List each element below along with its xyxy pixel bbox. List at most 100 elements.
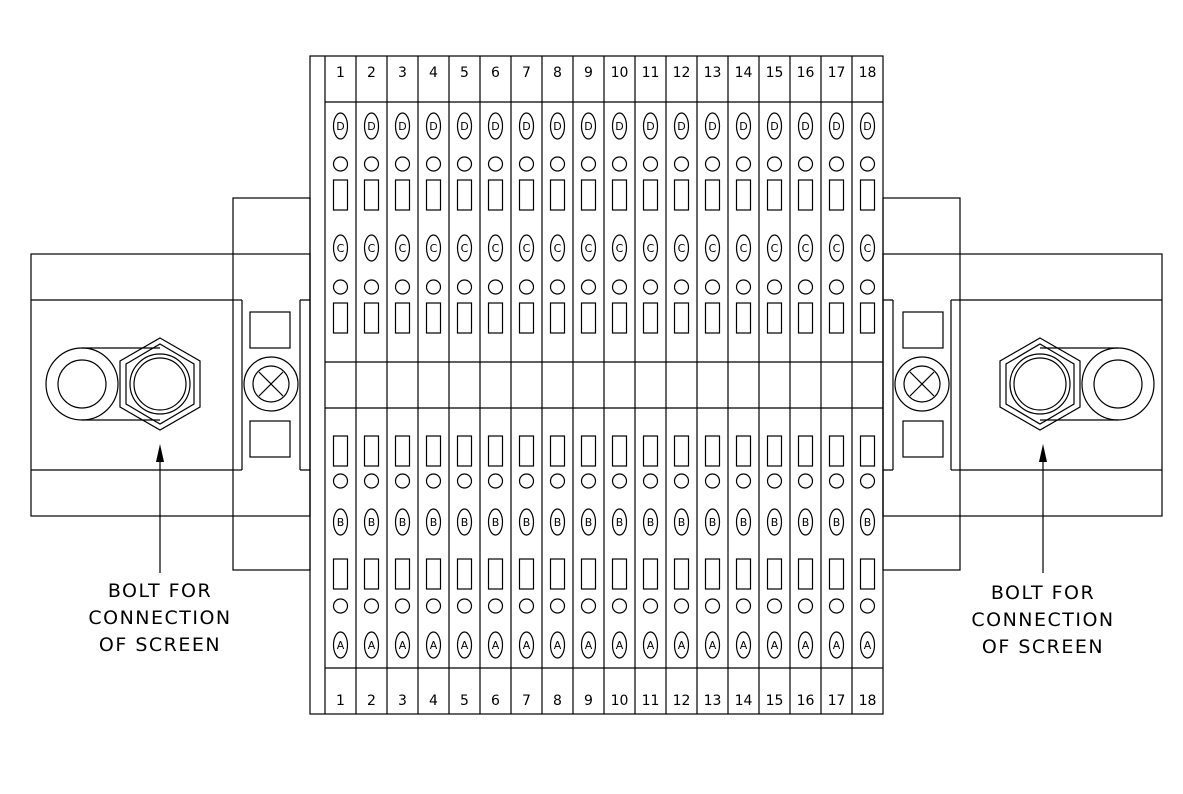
terminal-slot bbox=[704, 435, 721, 467]
terminal-slot bbox=[642, 435, 659, 467]
terminal-hole bbox=[828, 156, 845, 172]
terminal-hole bbox=[425, 279, 442, 295]
terminal-letter-b: B bbox=[492, 516, 500, 529]
right-bolt-label: BOLT FOR CONNECTION OF SCREEN bbox=[971, 582, 1113, 658]
terminal-slot bbox=[735, 435, 752, 467]
terminal-number-top: 3 bbox=[398, 65, 407, 81]
terminal-letter-d: D bbox=[739, 120, 747, 133]
terminal-letter-d: D bbox=[336, 120, 344, 133]
terminal-hole bbox=[580, 156, 597, 172]
terminal-hole bbox=[735, 156, 752, 172]
terminal-slot bbox=[673, 558, 690, 590]
terminal-hole bbox=[518, 598, 535, 614]
terminal-letter-b: B bbox=[523, 516, 531, 529]
terminal-hole bbox=[642, 279, 659, 295]
left-screw-icon bbox=[243, 356, 299, 412]
terminal-letter-c: C bbox=[864, 242, 872, 255]
terminal-slot bbox=[487, 179, 504, 211]
terminal-slot bbox=[673, 179, 690, 211]
terminal-letter-a: A bbox=[740, 639, 748, 652]
terminal-letter-c: C bbox=[461, 242, 469, 255]
terminal-hole bbox=[456, 279, 473, 295]
terminal-letter-b: B bbox=[585, 516, 593, 529]
terminal-slot bbox=[611, 302, 628, 334]
terminal-letter-a: A bbox=[399, 639, 407, 652]
terminal-hole bbox=[797, 473, 814, 489]
terminal-contact-a: A bbox=[766, 631, 783, 659]
terminal-slot bbox=[363, 302, 380, 334]
terminal-letter-b: B bbox=[771, 516, 779, 529]
terminal-contact-d: D bbox=[642, 112, 659, 140]
terminal-contact-a: A bbox=[456, 631, 473, 659]
terminal-letter-b: B bbox=[709, 516, 717, 529]
terminal-hole bbox=[487, 156, 504, 172]
terminal-hole bbox=[735, 279, 752, 295]
terminal-hole bbox=[859, 598, 876, 614]
terminal-slot bbox=[518, 435, 535, 467]
terminal-letter-a: A bbox=[430, 639, 438, 652]
terminal-hole bbox=[456, 598, 473, 614]
terminal-slot bbox=[425, 558, 442, 590]
terminal-hole bbox=[642, 598, 659, 614]
terminal-letter-c: C bbox=[399, 242, 407, 255]
terminal-letter-b: B bbox=[399, 516, 407, 529]
terminal-contact-a: A bbox=[549, 631, 566, 659]
terminal-slot bbox=[797, 179, 814, 211]
terminal-number-top: 14 bbox=[735, 65, 753, 81]
terminal-elements: DCBADCBADCBADCBADCBADCBADCBADCBADCBADCBA… bbox=[332, 112, 876, 659]
terminal-contact-c: C bbox=[332, 234, 349, 262]
terminal-hole bbox=[394, 156, 411, 172]
terminal-hole bbox=[425, 473, 442, 489]
terminal-contact-c: C bbox=[580, 234, 597, 262]
terminal-contact-a: A bbox=[332, 631, 349, 659]
terminal-letter-a: A bbox=[337, 639, 345, 652]
terminal-number-top: 5 bbox=[460, 65, 469, 81]
terminal-contact-a: A bbox=[580, 631, 597, 659]
terminal-contact-a: A bbox=[828, 631, 845, 659]
terminal-contact-b: B bbox=[704, 508, 721, 536]
terminal-hole bbox=[549, 598, 566, 614]
terminal-slot bbox=[549, 302, 566, 334]
terminal-contact-d: D bbox=[518, 112, 535, 140]
terminal-slot bbox=[797, 558, 814, 590]
terminal-hole bbox=[704, 598, 721, 614]
terminal-contact-b: B bbox=[456, 508, 473, 536]
terminal-dividers bbox=[355, 56, 853, 714]
terminal-number-top: 13 bbox=[704, 65, 722, 81]
terminal-slot bbox=[332, 435, 349, 467]
terminal-letter-c: C bbox=[616, 242, 624, 255]
terminal-hole bbox=[611, 473, 628, 489]
terminal-contact-b: B bbox=[859, 508, 876, 536]
terminal-hole bbox=[425, 156, 442, 172]
right-bolt-label-line3: OF SCREEN bbox=[982, 636, 1104, 658]
terminal-contact-c: C bbox=[704, 234, 721, 262]
terminal-contact-b: B bbox=[642, 508, 659, 536]
terminal-hole bbox=[580, 473, 597, 489]
terminal-letter-a: A bbox=[585, 639, 593, 652]
terminal-letter-c: C bbox=[709, 242, 717, 255]
terminal-letter-a: A bbox=[771, 639, 779, 652]
terminal-number-top: 11 bbox=[642, 65, 660, 81]
terminal-hole bbox=[673, 279, 690, 295]
terminal-letter-b: B bbox=[647, 516, 655, 529]
terminal-hole bbox=[363, 598, 380, 614]
terminal-hole bbox=[735, 598, 752, 614]
terminal-contact-c: C bbox=[673, 234, 690, 262]
terminal-slot bbox=[332, 558, 349, 590]
terminal-contact-a: A bbox=[797, 631, 814, 659]
terminal-letter-d: D bbox=[801, 120, 809, 133]
terminal-letter-b: B bbox=[616, 516, 624, 529]
left-bolt-label-line2: CONNECTION bbox=[88, 607, 231, 629]
terminal-slot bbox=[456, 435, 473, 467]
terminal-number-bottom: 14 bbox=[735, 693, 753, 709]
terminal-letter-b: B bbox=[802, 516, 810, 529]
terminal-contact-c: C bbox=[828, 234, 845, 262]
terminal-slot bbox=[673, 435, 690, 467]
